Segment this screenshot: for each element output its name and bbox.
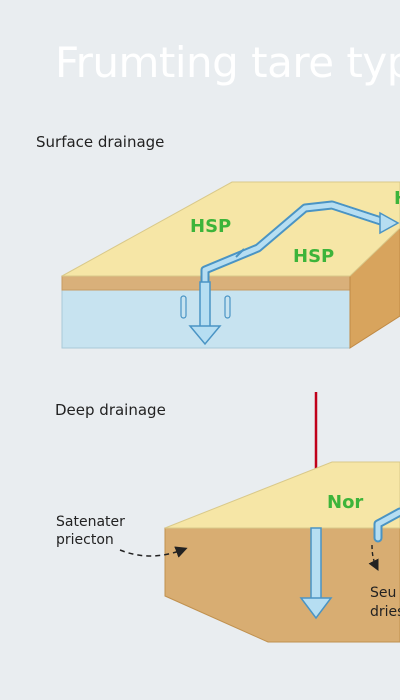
page-title: Frumting tare type — [55, 38, 400, 87]
deep-left-dashed-arrow — [119, 546, 188, 558]
deep-label-nor: Nor — [327, 492, 363, 513]
deep-top-face — [164, 461, 400, 529]
surface-label-hsp-2: HSP — [293, 246, 334, 267]
left-annotation-line-1: Satenater — [56, 514, 125, 530]
surface-label-partial: H — [394, 188, 400, 209]
deep-right-annotation-line-1: Seu — [370, 585, 396, 601]
deep-right-dashed-arrow — [368, 544, 379, 572]
surface-drainage-label: Surface drainage — [36, 133, 165, 151]
surface-label-hsp-1: HSP — [190, 216, 231, 237]
left-annotation: Satenater priecton — [56, 513, 125, 549]
deep-pipe — [373, 507, 400, 543]
left-annotation-line-2: priecton — [56, 532, 114, 548]
deep-soil-front — [164, 527, 400, 643]
surface-drainage-block: HSP HSP H — [61, 181, 400, 349]
surface-channel-arrow — [180, 200, 400, 346]
deep-down-arrow — [299, 527, 333, 620]
deep-right-annotation-line-2: dries — [370, 604, 400, 620]
deep-drainage-block: Nor Seu dries — [119, 392, 400, 643]
deep-drainage-label: Deep drainage — [55, 401, 166, 419]
